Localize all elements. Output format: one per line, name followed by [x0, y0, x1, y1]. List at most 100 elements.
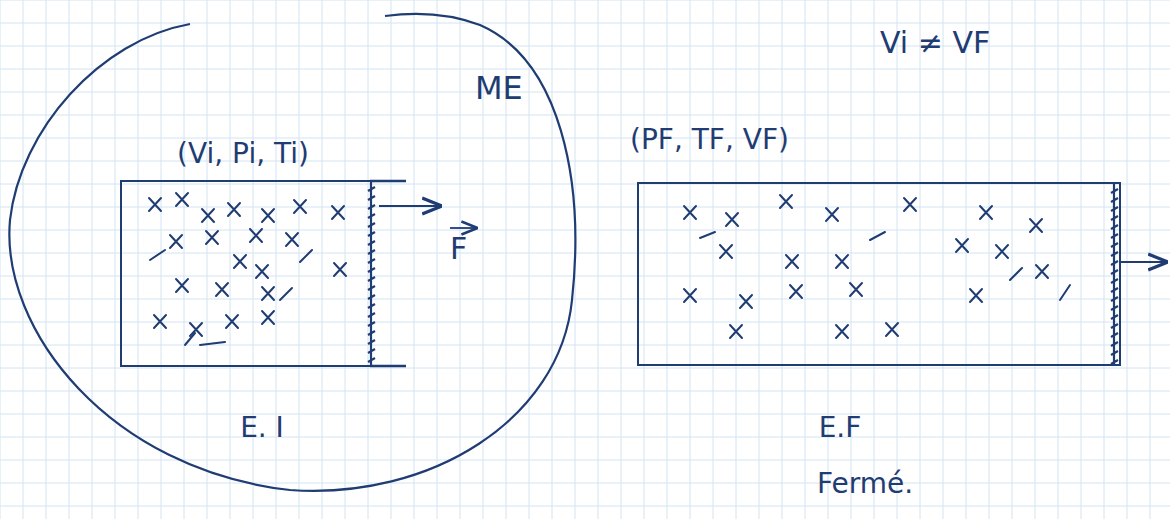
grid-line	[0, 345, 1170, 346]
gas-molecule	[234, 255, 246, 268]
gas-molecule	[170, 235, 182, 248]
gas-molecule	[886, 323, 898, 336]
gas-molecule	[334, 263, 346, 276]
gas-molecule	[256, 265, 268, 278]
gas-molecule	[826, 208, 838, 221]
gas-molecule	[904, 198, 916, 211]
grid-line	[138, 0, 139, 519]
gas-molecule	[684, 206, 696, 219]
state-variables: (Vi, Pi, Ti)	[177, 138, 309, 170]
gas-molecule	[202, 209, 214, 222]
gas-molecule	[185, 333, 195, 345]
grid-line	[368, 0, 369, 519]
grid-line	[920, 0, 921, 519]
gas-molecule	[730, 325, 742, 338]
gas-molecule	[332, 206, 344, 219]
grid-line	[0, 115, 1170, 116]
grid-line	[0, 437, 1170, 438]
grid-line	[391, 0, 392, 519]
grid-line	[1150, 0, 1151, 519]
gas-molecule	[262, 311, 274, 324]
vector-arrow	[450, 227, 476, 229]
piston	[1111, 183, 1118, 365]
grid-line	[644, 0, 645, 519]
gas-molecule	[980, 206, 992, 219]
grid-line	[0, 161, 1170, 162]
grid-line	[805, 0, 806, 519]
grid-line	[69, 0, 70, 519]
cylinder-wall	[370, 365, 406, 368]
gas-molecule	[176, 279, 188, 292]
grid-line	[759, 0, 760, 519]
grid-line	[552, 0, 553, 519]
cylinder	[120, 180, 372, 367]
grid-line	[322, 0, 323, 519]
grid-line	[1058, 0, 1059, 519]
grid-line	[897, 0, 898, 519]
gas-molecule	[726, 213, 738, 226]
gas-molecule	[684, 289, 696, 302]
state-label: E.F	[819, 412, 862, 444]
grid-line	[736, 0, 737, 519]
grid-line	[0, 299, 1170, 300]
state-variables: (PF, TF, VF)	[630, 124, 789, 156]
grid-line	[0, 46, 1170, 47]
gas-molecule	[154, 315, 166, 328]
gas-molecule	[149, 198, 161, 211]
grid-line	[1012, 0, 1013, 519]
grid-line	[437, 0, 438, 519]
force-arrow	[1121, 261, 1166, 263]
grid-line	[1127, 0, 1128, 519]
gas-molecule	[1036, 265, 1048, 278]
grid-line	[0, 230, 1170, 231]
state-label: E. I	[240, 412, 284, 444]
gas-molecule	[190, 323, 202, 336]
gas-molecule	[200, 342, 225, 345]
cylinder	[637, 182, 1121, 366]
grid-line	[713, 0, 714, 519]
system-type: Fermé.	[817, 468, 913, 500]
grid-line	[874, 0, 875, 519]
force-arrow	[379, 205, 440, 207]
gas-molecule	[294, 200, 306, 213]
gas-molecule	[1010, 268, 1022, 280]
gas-molecule	[250, 229, 262, 242]
grid-line	[966, 0, 967, 519]
grid-line	[0, 322, 1170, 323]
grid-line	[92, 0, 93, 519]
inequality-note: Vi ≠ VF	[880, 26, 990, 61]
gas-molecule	[956, 239, 968, 252]
grid-line	[0, 138, 1170, 139]
final-state: (PF, TF, VF) E.F Fermé.	[625, 118, 1125, 518]
gas-molecule	[720, 245, 732, 258]
gas-molecule	[740, 295, 752, 308]
grid-line	[345, 0, 346, 519]
grid-line	[1081, 0, 1082, 519]
gas-molecule	[216, 283, 228, 296]
grid-line	[690, 0, 691, 519]
gas-molecule	[206, 231, 218, 244]
grid-line	[46, 0, 47, 519]
gas-molecule	[262, 287, 274, 300]
grid-line	[0, 276, 1170, 277]
grid-line	[115, 0, 116, 519]
grid-line	[598, 0, 599, 519]
gas-molecule	[280, 288, 292, 300]
grid-line	[230, 0, 231, 519]
grid-line	[23, 0, 24, 519]
grid-line	[161, 0, 162, 519]
grid-line	[0, 506, 1170, 507]
gas-molecule	[228, 203, 240, 216]
gas-molecule	[836, 325, 848, 338]
grid-line	[943, 0, 944, 519]
grid-line	[529, 0, 530, 519]
grid-line	[0, 0, 1, 519]
grid-line	[0, 368, 1170, 369]
region-outline	[9, 14, 575, 491]
gas-molecule	[226, 315, 238, 328]
grid-line	[299, 0, 300, 519]
gas-molecule	[970, 289, 982, 302]
region-label: ME	[475, 70, 523, 107]
